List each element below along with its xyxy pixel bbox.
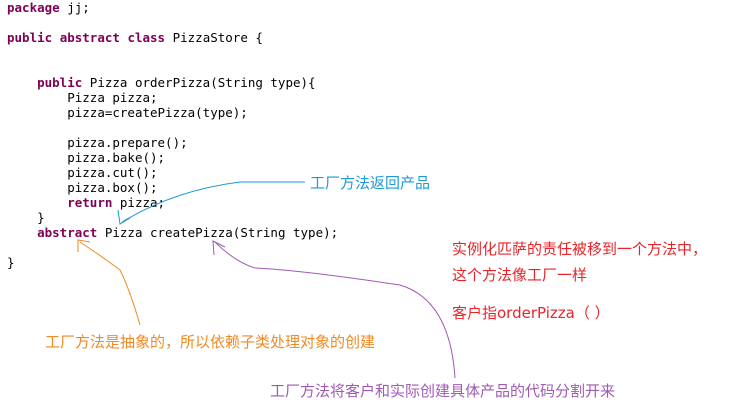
code-line-prepare: pizza.prepare(); xyxy=(7,135,188,150)
code-text: pizza; xyxy=(112,195,166,210)
code-line-pizza-decl: Pizza pizza; xyxy=(7,90,158,105)
code-line-box: pizza.box(); xyxy=(7,180,158,195)
annotation-responsibility-line1: 实例化匹萨的责任被移到一个方法中， xyxy=(452,240,708,258)
code-text: pizza=createPizza(type); xyxy=(67,105,248,120)
keyword: abstract xyxy=(59,30,120,45)
code-text: } xyxy=(7,255,15,270)
annotation-factory-returns: 工厂方法返回产品 xyxy=(310,174,431,192)
code-line-cut: pizza.cut(); xyxy=(7,165,158,180)
code-line-orderpizza-decl: public Pizza orderPizza(String type){ xyxy=(7,75,316,90)
keyword: return xyxy=(67,195,113,210)
annotation-factory-separates: 工厂方法将客户和实际创建具体产品的代码分割开来 xyxy=(270,382,616,400)
code-text: PizzaStore { xyxy=(165,30,263,45)
code-text: pizza.cut(); xyxy=(67,165,158,180)
code-text: pizza.bake(); xyxy=(67,150,166,165)
keyword: public xyxy=(7,30,53,45)
keyword: abstract xyxy=(37,225,98,240)
code-line-package: package jj; xyxy=(7,0,90,15)
annotation-factory-abstract: 工厂方法是抽象的，所以依赖子类处理对象的创建 xyxy=(45,333,376,351)
keyword: public xyxy=(37,75,83,90)
blue-arrow-line xyxy=(121,181,305,223)
code-line-create-call: pizza=createPizza(type); xyxy=(7,105,248,120)
code-text: Pizza pizza; xyxy=(67,90,158,105)
code-text: pizza.prepare(); xyxy=(67,135,188,150)
annotation-responsibility-line2: 这个方法像工厂一样 xyxy=(452,266,588,284)
code-line-abstract-method: abstract Pizza createPizza(String type); xyxy=(7,225,338,240)
code-line-return: return pizza; xyxy=(7,195,165,210)
keyword: package xyxy=(7,0,60,15)
code-text: pizza.box(); xyxy=(67,180,158,195)
code-line-bake: pizza.bake(); xyxy=(7,150,165,165)
orange-arrowhead xyxy=(77,239,91,252)
code-text: Pizza createPizza(String type); xyxy=(97,225,339,240)
keyword: class xyxy=(127,30,166,45)
code-line-method-close: } xyxy=(7,210,45,225)
code-text: jj; xyxy=(59,0,90,15)
code-text: Pizza orderPizza(String type){ xyxy=(82,75,316,90)
purple-arrowhead xyxy=(212,240,226,256)
code-line-class-close: } xyxy=(7,255,15,270)
orange-arrow-line xyxy=(79,241,141,326)
purple-arrow-line xyxy=(214,241,456,379)
code-line-class-decl: public abstract class PizzaStore { xyxy=(7,30,263,45)
code-text: } xyxy=(37,210,45,225)
blue-arrowhead xyxy=(117,209,131,225)
annotation-client-orderpizza: 客户指orderPizza（ ） xyxy=(452,304,610,322)
